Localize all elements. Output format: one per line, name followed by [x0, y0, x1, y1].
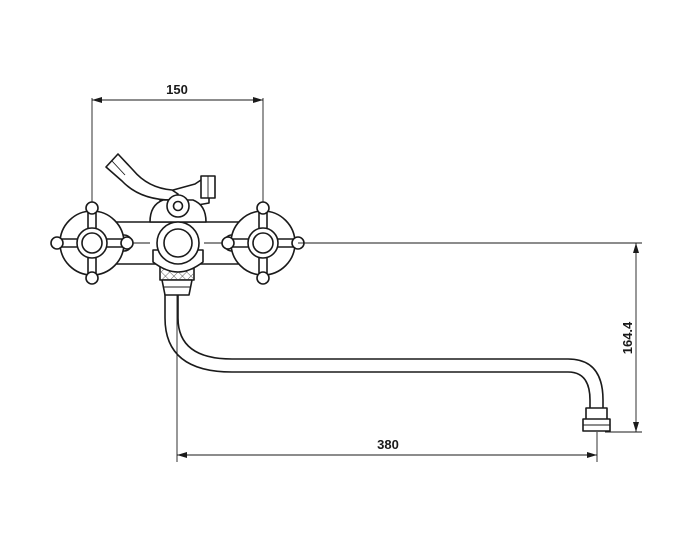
mixer-body	[103, 194, 249, 273]
spout-aerator	[582, 407, 611, 432]
dimension-handle-spacing: 150	[91, 82, 264, 215]
cold-cross-handle	[50, 201, 134, 285]
dimension-label-164-4: 164.4	[620, 321, 635, 354]
dimension-spout-reach: 380	[176, 288, 598, 462]
dimension-label-380: 380	[377, 437, 399, 452]
hot-cross-handle	[221, 201, 305, 285]
dimension-label-150: 150	[166, 82, 188, 97]
spout	[164, 291, 611, 432]
